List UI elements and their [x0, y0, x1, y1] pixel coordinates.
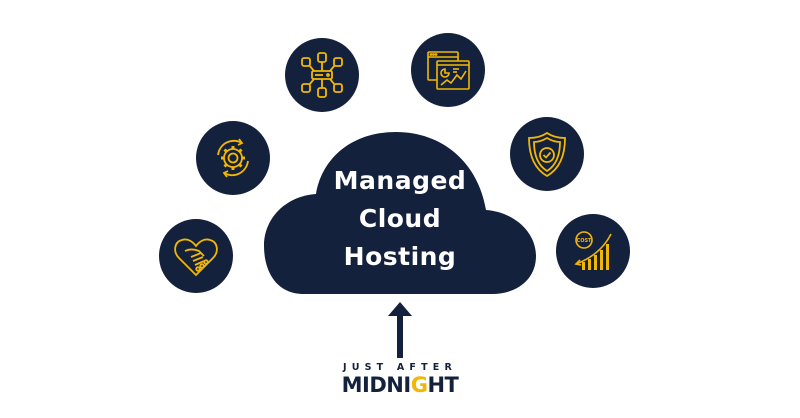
cloud-line-3: Hosting — [343, 242, 457, 271]
analytics-dashboard-circle — [411, 33, 485, 107]
network-database-circle — [285, 38, 359, 112]
cost-reduction-icon: COST — [574, 231, 612, 270]
logo-tagline: JUST AFTER — [342, 362, 457, 373]
cloud-shape — [264, 132, 536, 294]
arrow-up-icon — [388, 302, 412, 358]
cloud-title: Managed Cloud Hosting — [264, 162, 536, 276]
cloud-line-1: Managed — [333, 166, 467, 195]
cost-reduction-circle: COST — [556, 214, 630, 288]
logo-part-a: MIDNI — [341, 373, 412, 397]
svg-text:COST: COST — [577, 238, 593, 244]
logo-part-b: HT — [427, 373, 459, 397]
security-shield-circle — [510, 117, 584, 191]
handshake-heart-icon — [174, 238, 218, 277]
handshake-heart-circle — [159, 219, 233, 293]
gear-cycle-icon — [217, 138, 249, 178]
network-database-icon — [301, 52, 343, 98]
logo-moon-letter: G — [410, 373, 428, 397]
analytics-dashboard-icon — [427, 51, 470, 90]
logo-wordmark: MIDNIGHT — [330, 373, 470, 397]
gear-cycle-circle — [196, 121, 270, 195]
cloud-line-2: Cloud — [358, 204, 442, 233]
security-shield-icon — [528, 131, 566, 178]
